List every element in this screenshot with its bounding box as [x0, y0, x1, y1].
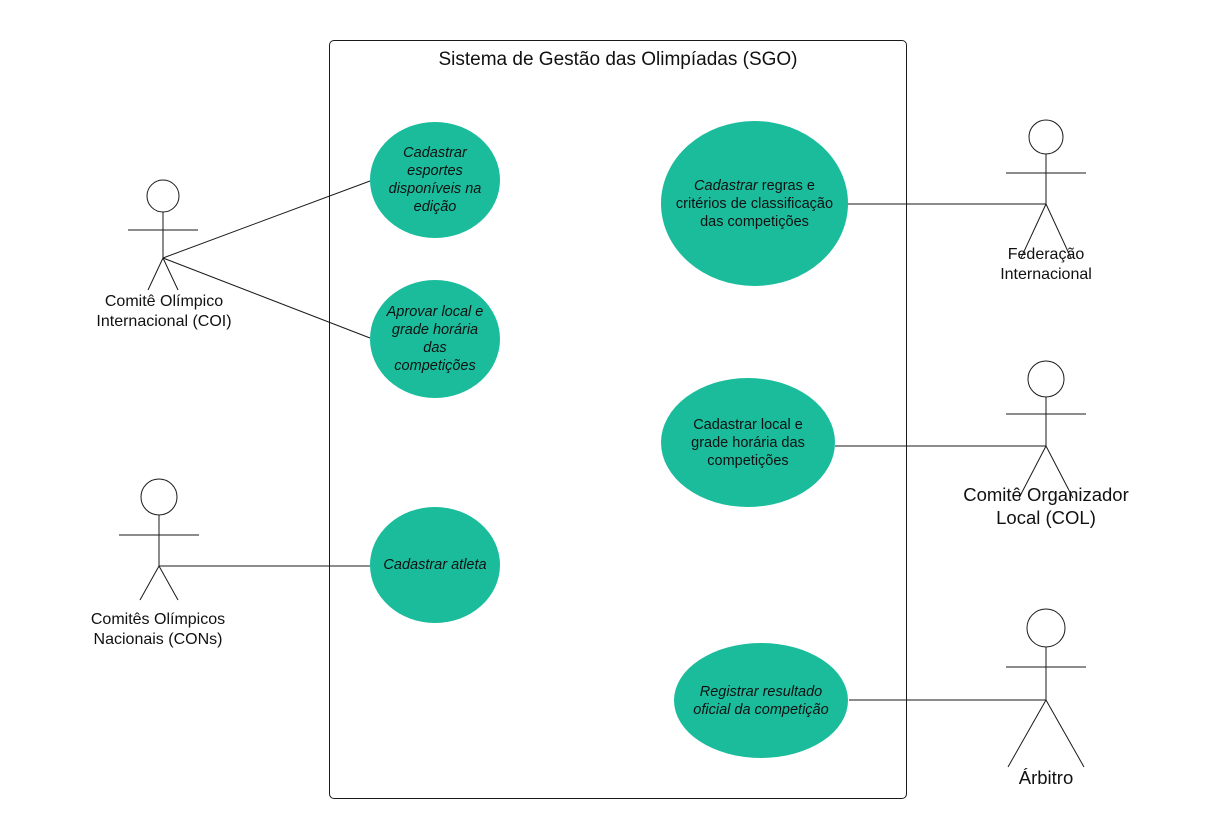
actor-cons-icon — [119, 478, 199, 601]
use-case-registrar-resultado[interactable]: Registrar resultado oficial da competiçã… — [674, 643, 848, 758]
actor-coi-icon — [128, 179, 198, 291]
use-case-cadastrar-esportes[interactable]: Cadastrar esportes disponíveis na edição — [370, 122, 500, 238]
use-case-text-line: grade horária das — [691, 434, 805, 451]
actor-col-label: Comitê Organizador Local (COL) — [936, 483, 1156, 529]
actor-label-line: Árbitro — [1018, 767, 1074, 788]
use-case-cadastrar-local[interactable]: Cadastrar local e grade horária das comp… — [661, 378, 835, 507]
use-case-text-line: grade horária das — [391, 322, 479, 356]
association-coi-cadastrar-esportes — [162, 180, 371, 259]
use-case-cadastrar-regras[interactable]: Cadastrar regras e critérios de classifi… — [661, 121, 848, 286]
use-case-text-line: Cadastrar local e — [693, 416, 803, 433]
use-case-text-line: disponíveis na — [388, 181, 482, 197]
use-case-text-line: edição — [413, 199, 457, 215]
actor-label-line: Nacionais (CONs) — [93, 631, 223, 648]
use-case-text-line: oficial da competição — [693, 701, 829, 718]
use-case-text-line: Aprovar local e — [386, 304, 484, 320]
use-case-text-line: Registrar resultado — [699, 683, 823, 700]
actor-coi-label: Comitê Olímpico Internacional (COI) — [74, 292, 254, 332]
use-case-text-line: competições — [707, 452, 789, 469]
use-case-text-line: critérios de classificação — [675, 195, 834, 212]
use-case-text-line: das competições — [700, 213, 809, 230]
use-case-aprovar-local[interactable]: Aprovar local e grade horária das compet… — [370, 280, 500, 398]
use-case-text-line: Cadastrar atleta — [383, 557, 487, 573]
use-case-text-line: esportes — [407, 163, 463, 179]
actor-arbitro-label: Árbitro — [946, 766, 1146, 789]
actor-arbitro-icon — [1006, 608, 1086, 768]
use-case-text-line: Cadastrar — [403, 145, 467, 161]
actor-label-line: Local (COL) — [996, 507, 1096, 528]
actor-col-icon — [1006, 360, 1086, 499]
use-case-cadastrar-atleta[interactable]: Cadastrar atleta — [370, 507, 500, 623]
system-title: Sistema de Gestão das Olimpíadas (SGO) — [438, 49, 798, 70]
system-boundary: Sistema de Gestão das Olimpíadas (SGO) — [329, 40, 907, 799]
use-case-text-italic: Cadastrar — [694, 177, 758, 194]
association-coi-aprovar-local — [162, 257, 371, 339]
actor-label-line: Internacional (COI) — [96, 313, 232, 330]
actor-label-line: Comitê Olímpico — [104, 293, 224, 310]
use-case-text-line: competições — [394, 358, 476, 374]
actor-fi-label: Federação Internacional — [956, 245, 1136, 285]
actor-label-line: Federação — [1007, 246, 1085, 263]
actor-label-line: Internacional — [1000, 266, 1092, 283]
actor-fi-icon — [1006, 119, 1086, 259]
use-case-text-line: Cadastrar regras e — [676, 177, 833, 195]
actor-label-line: Comitê Organizador — [963, 484, 1129, 505]
actor-label-line: Comitês Olímpicos — [90, 611, 226, 628]
use-case-text-rest: regras e — [757, 177, 815, 194]
actor-cons-label: Comitês Olímpicos Nacionais (CONs) — [68, 610, 248, 650]
